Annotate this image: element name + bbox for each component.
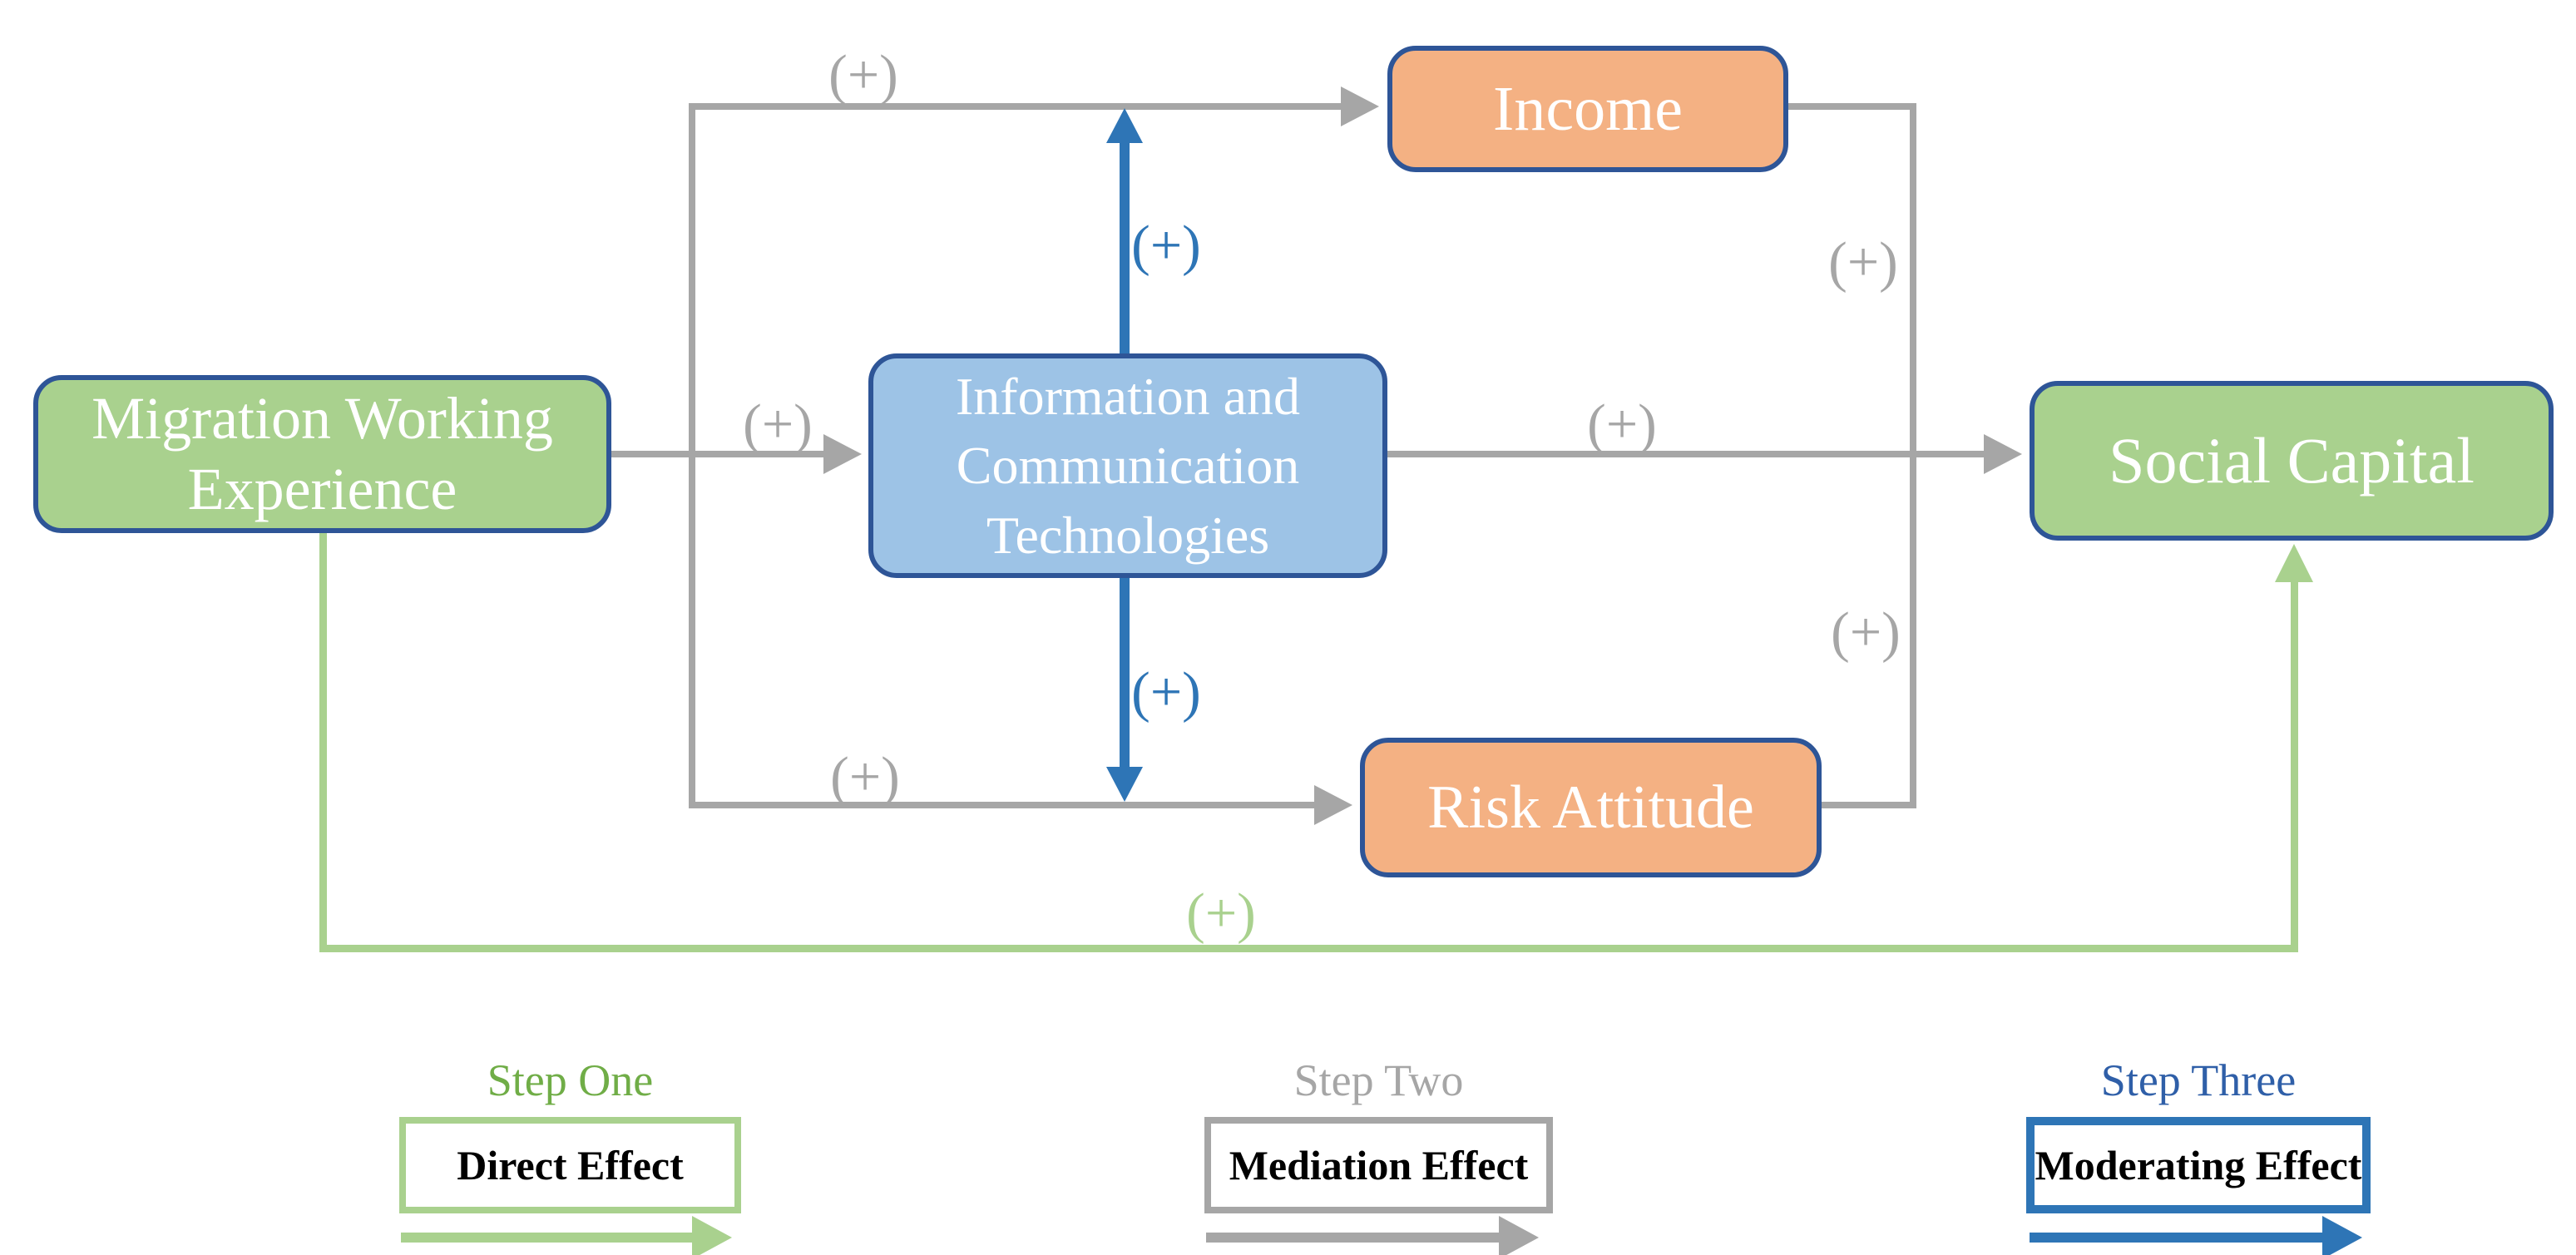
legend-mediation-effect-box: Mediation Effect xyxy=(1204,1117,1553,1213)
edge-direct-bottom-horizontal xyxy=(319,945,2298,952)
node-information-communication-technologies: Information and Communication Technologi… xyxy=(868,353,1387,578)
plus-label-mwe-income: (+) xyxy=(828,42,898,106)
node-risk-attitude-label: Risk Attitude xyxy=(1427,773,1754,842)
plus-label-risk-social: (+) xyxy=(1831,600,1901,664)
node-income: Income xyxy=(1387,46,1788,172)
edge-direct-down-from-mwe xyxy=(319,533,327,945)
legend-moderating-effect-label: Moderating Effect xyxy=(2035,1142,2362,1188)
plus-label-ict-social: (+) xyxy=(1587,392,1657,456)
arrowhead-direct-into-social xyxy=(2275,544,2313,582)
legend-step-three-title: Step Three xyxy=(2100,1055,2297,1105)
edge-mwe-to-income xyxy=(689,103,1341,110)
legend-mediation-effect-arrowhead xyxy=(1499,1216,1539,1255)
node-migration-label-line1: Migration Working xyxy=(91,385,553,452)
edge-direct-up-to-social xyxy=(2291,581,2298,945)
edge-mediators-trunk-vertical xyxy=(1910,103,1916,808)
legend-mediation-effect-label: Mediation Effect xyxy=(1229,1142,1529,1188)
node-migration-label-line2: Experience xyxy=(187,456,457,522)
node-migration-working-experience: Migration Working Experience xyxy=(33,375,611,533)
legend-direct-effect-box: Direct Effect xyxy=(399,1117,741,1213)
node-ict-label-line2: Communication xyxy=(956,436,1300,496)
legend-direct-effect-arrow xyxy=(401,1233,692,1243)
edge-mwe-to-risk xyxy=(689,802,1314,808)
node-risk-attitude: Risk Attitude xyxy=(1360,738,1822,877)
arrowhead-into-risk-attitude xyxy=(1314,785,1352,825)
legend-moderating-effect-box: Moderating Effect xyxy=(2026,1117,2371,1213)
edge-mwe-to-ict xyxy=(611,451,823,457)
legend-mediation-effect-arrow xyxy=(1206,1233,1499,1243)
plus-label-moderation-bottom: (+) xyxy=(1131,660,1201,724)
plus-label-mwe-risk: (+) xyxy=(830,744,900,808)
arrowhead-into-ict xyxy=(823,434,862,474)
plus-label-mwe-ict: (+) xyxy=(743,392,813,456)
edge-ict-moderates-risk-path xyxy=(1120,578,1130,770)
legend-moderating-effect-arrow xyxy=(2030,1233,2322,1243)
arrowhead-moderating-up xyxy=(1106,108,1143,143)
arrowhead-into-income xyxy=(1341,86,1379,126)
legend-moderating-effect-arrowhead xyxy=(2322,1216,2362,1255)
plus-label-direct-effect: (+) xyxy=(1186,881,1256,945)
legend-direct-effect-label: Direct Effect xyxy=(457,1142,684,1188)
legend-step-one-title: Step One xyxy=(487,1055,654,1105)
legend-direct-effect-arrowhead xyxy=(692,1216,732,1255)
node-social-capital: Social Capital xyxy=(2030,381,2554,541)
node-ict-label-line3: Technologies xyxy=(986,505,1270,565)
node-ict-label-line1: Information and xyxy=(955,367,1301,427)
plus-label-moderation-top: (+) xyxy=(1131,213,1201,277)
edge-risk-exit xyxy=(1818,802,1916,808)
arrowhead-moderating-down xyxy=(1106,767,1143,802)
node-social-capital-label: Social Capital xyxy=(2109,424,2475,497)
edge-income-exit xyxy=(1785,103,1916,110)
edge-ict-to-social xyxy=(1387,451,1984,457)
plus-label-income-social: (+) xyxy=(1828,230,1898,294)
edge-ict-moderates-income-path xyxy=(1120,140,1130,353)
legend-step-two-title: Step Two xyxy=(1293,1055,1464,1105)
arrowhead-into-social-capital xyxy=(1984,434,2022,474)
node-income-label: Income xyxy=(1493,73,1683,144)
